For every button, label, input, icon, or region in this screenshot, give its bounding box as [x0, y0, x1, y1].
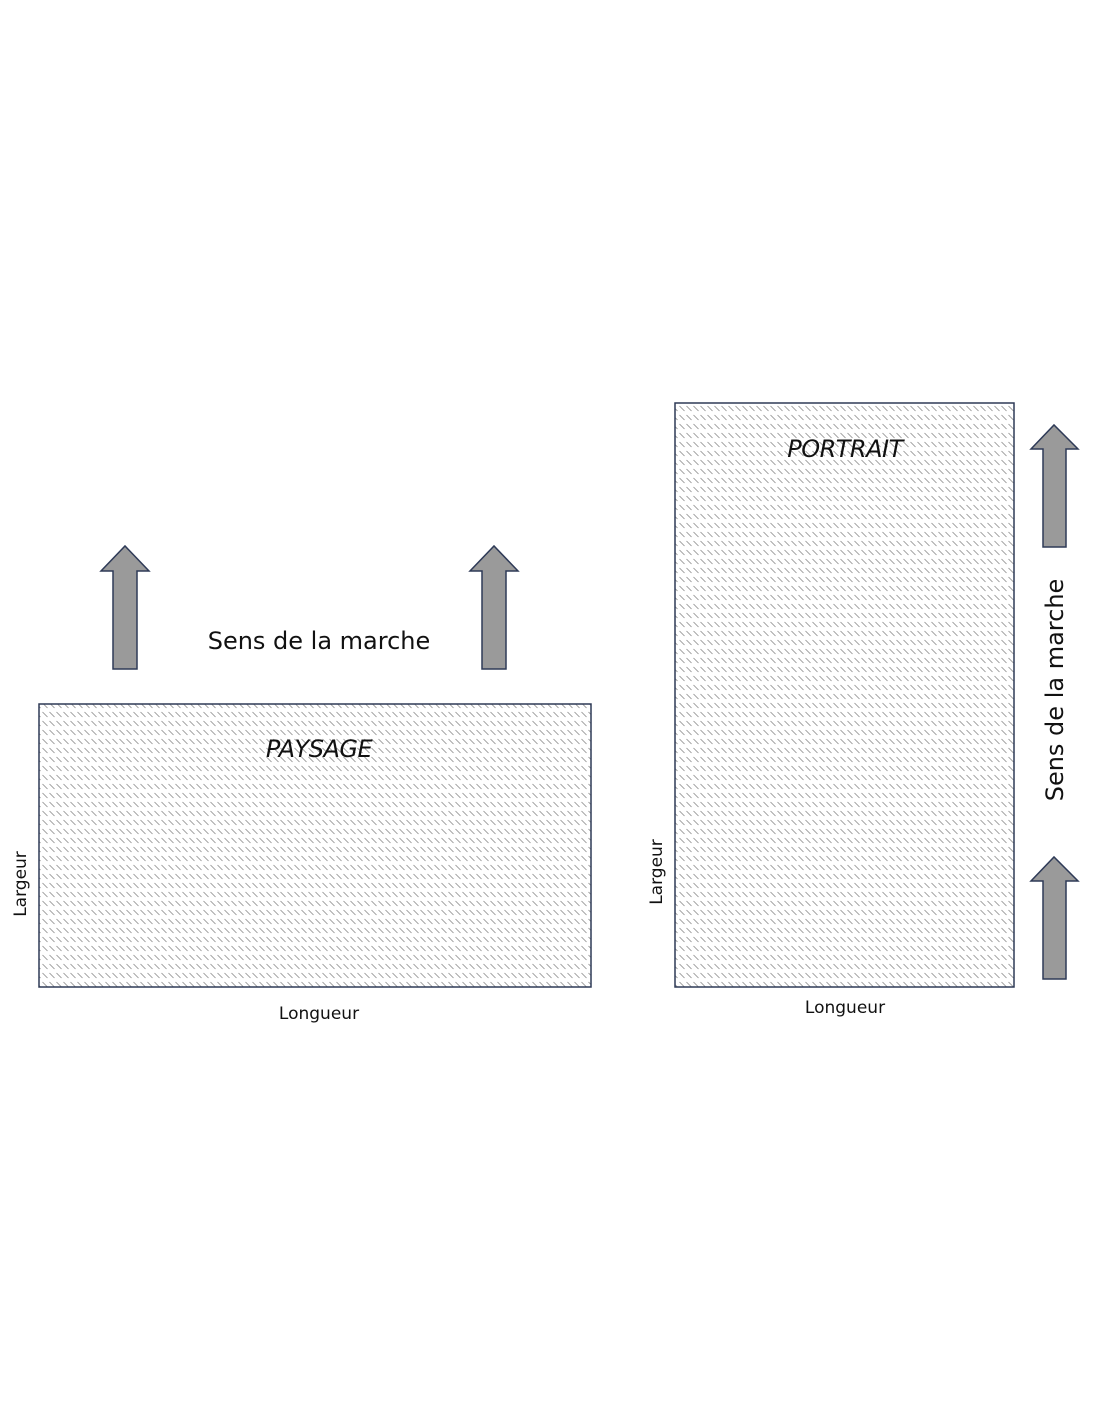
portrait-width-label: Largeur [647, 839, 667, 905]
landscape-sheet [38, 703, 592, 988]
landscape-length-label: Longueur [279, 1004, 359, 1024]
up-arrow-icon [1029, 855, 1080, 980]
up-arrow-icon [99, 544, 151, 670]
up-arrow-icon [1029, 423, 1080, 548]
portrait-length-label: Longueur [805, 998, 885, 1018]
portrait-direction-label: Sens de la marche [1041, 579, 1069, 802]
landscape-width-label: Largeur [11, 851, 31, 917]
up-arrow-icon [468, 544, 520, 670]
portrait-diagram: PORTRAIT Largeur Longueur Sens de la mar… [647, 402, 1080, 1018]
landscape-title: PAYSAGE [266, 735, 374, 763]
landscape-diagram: Sens de la marche PAYSAGE Largeur Longue… [11, 544, 592, 1024]
portrait-sheet [674, 402, 1015, 988]
landscape-direction-label: Sens de la marche [208, 627, 431, 655]
portrait-title: PORTRAIT [787, 435, 905, 463]
